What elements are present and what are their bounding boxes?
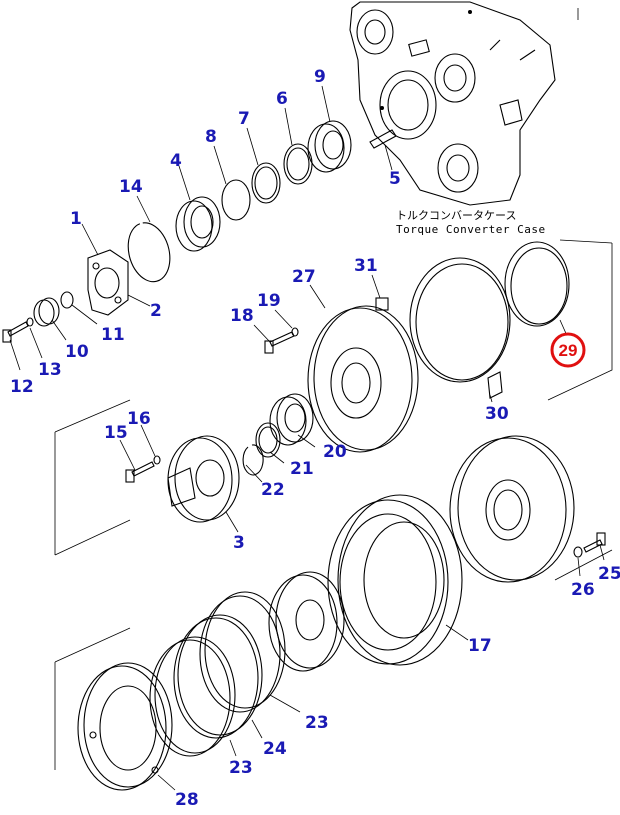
callout-4: 4 [170, 151, 182, 171]
part-4-bearing [175, 165, 221, 252]
callout-18: 18 [230, 306, 254, 326]
part-3-hub [167, 435, 240, 533]
callout-11: 11 [101, 325, 125, 345]
callout-5: 5 [389, 169, 401, 189]
callout-16: 16 [127, 409, 151, 429]
callout-22: 22 [261, 480, 285, 500]
callout-10: 10 [65, 342, 89, 362]
part-5-pin [369, 129, 397, 171]
callout-27: 27 [292, 267, 316, 287]
part-29-seal-ring [504, 241, 570, 339]
callout-29-highlight[interactable]: 29 [550, 332, 586, 368]
callout-21: 21 [290, 459, 314, 479]
callout-3: 3 [233, 533, 245, 553]
callout-29: 29 [559, 341, 578, 360]
part-28-plate [77, 662, 176, 791]
part-30-seal [409, 257, 511, 403]
parts-18-19 [253, 309, 299, 354]
callout-31: 31 [354, 256, 378, 276]
part-8-ring [213, 145, 251, 221]
callout-23a: 23 [305, 713, 329, 733]
part-14-snap-ring [127, 195, 171, 283]
clutch-hub [268, 571, 345, 672]
callout-14: 14 [119, 177, 143, 197]
callout-24: 24 [263, 739, 287, 759]
callout-25: 25 [598, 564, 620, 584]
parts-15-16 [119, 424, 161, 483]
part-31-plug [371, 274, 389, 311]
callout-15: 15 [104, 423, 128, 443]
case-label-en: Torque Converter Case [396, 223, 546, 236]
callout-1: 1 [70, 209, 82, 229]
part-17-drum [327, 494, 469, 666]
callout-28: 28 [175, 790, 199, 810]
case-label: トルクコンバータケース Torque Converter Case [396, 209, 546, 236]
callout-30: 30 [485, 404, 509, 424]
part-27-plate [307, 284, 419, 453]
callouts: 1 2 3 4 5 6 7 8 9 10 11 12 13 14 15 16 1… [10, 67, 620, 810]
parts-25-26 [573, 532, 606, 577]
part-9-bearing [307, 85, 352, 173]
part-21-snap-ring [255, 422, 285, 464]
callout-7: 7 [238, 109, 250, 129]
callout-6: 6 [276, 89, 288, 109]
callout-26: 26 [571, 580, 595, 600]
callout-13: 13 [38, 360, 62, 380]
callout-17: 17 [468, 636, 492, 656]
part-20-bearing [269, 393, 316, 448]
callout-23b: 23 [229, 758, 253, 778]
right-wheel [449, 435, 575, 583]
callout-20: 20 [323, 442, 347, 462]
parts-10-13 [2, 291, 98, 371]
callout-19: 19 [257, 291, 281, 311]
callout-8: 8 [205, 127, 217, 147]
torque-converter-case [349, 1, 556, 206]
part-7-snap-ring [246, 127, 281, 204]
callout-2: 2 [150, 301, 162, 321]
callout-12: 12 [10, 377, 34, 397]
parts-23-24-discs [149, 591, 301, 757]
case-label-jp: トルクコンバータケース [396, 209, 516, 222]
part-22-snap-ring [242, 444, 264, 483]
highlight-circle [550, 332, 586, 368]
frame-lines [54, 8, 613, 770]
part-1-cover [81, 223, 151, 316]
part-6-ring [283, 107, 313, 185]
callout-9: 9 [314, 67, 326, 87]
